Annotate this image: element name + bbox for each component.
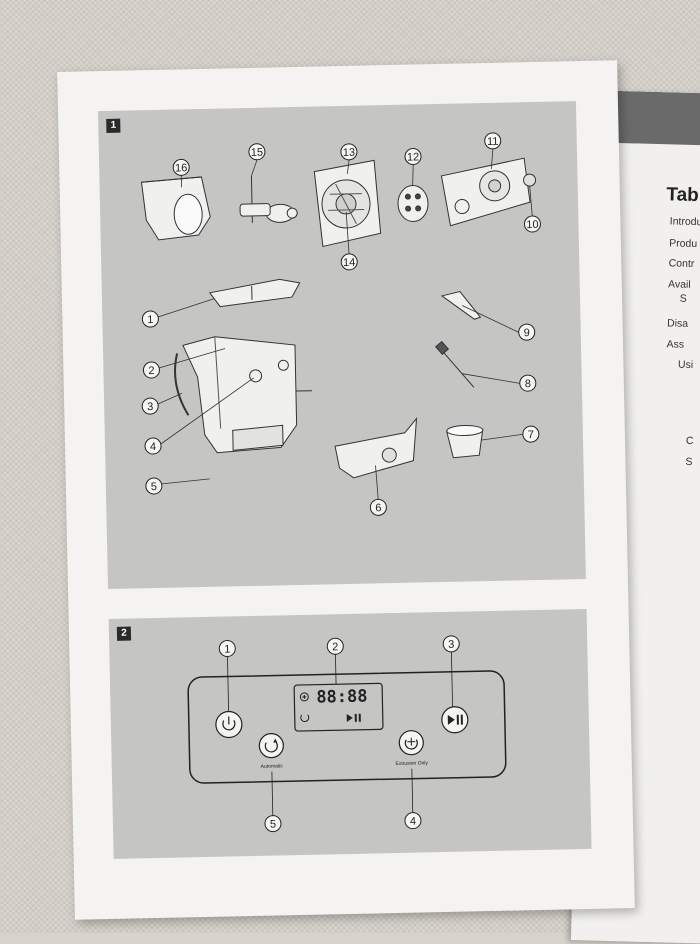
callout-2-text: 2: [148, 365, 154, 377]
part-lid: [141, 177, 210, 240]
panel2-callout-3-text: 3: [448, 639, 454, 651]
automatic-button[interactable]: [259, 733, 283, 757]
toc-item: Avail: [668, 278, 691, 291]
part-auger: [239, 175, 297, 223]
panel2-callout-2-text: 2: [332, 641, 338, 653]
play-pause-button[interactable]: [442, 707, 469, 734]
callout-14-text: 14: [343, 257, 355, 269]
panel2-callout-4-text: 4: [410, 816, 416, 828]
toc-item: S: [680, 293, 687, 305]
automatic-label: Automatic: [261, 763, 284, 769]
callout-8-text: 8: [525, 378, 531, 390]
callout-7-text: 7: [528, 429, 534, 441]
part-measuring-cup: [447, 425, 484, 458]
callout-11-text: 11: [487, 136, 499, 148]
control-panel-diagram: 88:88: [109, 609, 592, 859]
figure-1-panel: 1: [98, 101, 586, 589]
extrusion-only-label: Extrusion Only: [395, 760, 428, 767]
panel2-callout-5-text: 5: [270, 819, 276, 831]
callout-12-text: 12: [407, 151, 419, 163]
part-shaping-disc: [398, 185, 429, 222]
panel2-callout-1-text: 1: [224, 643, 230, 655]
toc-item: S: [685, 456, 692, 468]
callout-9-text: 9: [524, 327, 530, 339]
toc-item: Disa: [667, 317, 688, 330]
callout-6-text: 6: [375, 502, 381, 514]
extrusion-only-button[interactable]: [399, 730, 423, 754]
callout-10-text: 10: [526, 219, 538, 231]
timer-icon: [300, 693, 308, 701]
toc-item: C: [686, 435, 694, 447]
toc-item: Ass: [666, 338, 684, 350]
callout-1-text: 1: [147, 314, 153, 326]
callout-5-text: 5: [151, 481, 157, 493]
callout-16-text: 16: [175, 162, 187, 174]
manual-page: 1: [57, 60, 635, 920]
toc-item: Usi: [678, 359, 693, 371]
callout-15-text: 15: [251, 147, 263, 159]
callout-13-text: 13: [343, 147, 355, 159]
automatic-indicator-icon: [301, 715, 309, 722]
callout-3-text: 3: [147, 401, 153, 413]
part-brush: [436, 341, 474, 388]
part-main-body: [174, 335, 313, 454]
display-time: 88:88: [316, 687, 368, 708]
parts-diagram: 16 15 13 12 11 10 14 1 2 3 4 5 6 7 8 9: [98, 101, 586, 589]
toc-item: Introdu: [670, 215, 700, 228]
play-pause-indicator-icon: [347, 714, 361, 722]
callout-4-text: 4: [150, 441, 156, 453]
part-front-cover: [441, 158, 536, 226]
part-tray: [210, 279, 301, 307]
power-button[interactable]: [216, 711, 243, 738]
booklet-title: Tabl: [666, 184, 700, 207]
figure-2-panel: 2 88:88: [109, 609, 592, 859]
toc-item: Contr: [668, 257, 694, 270]
part-flat-tool: [442, 291, 481, 320]
toc-item: Produ: [669, 237, 697, 250]
